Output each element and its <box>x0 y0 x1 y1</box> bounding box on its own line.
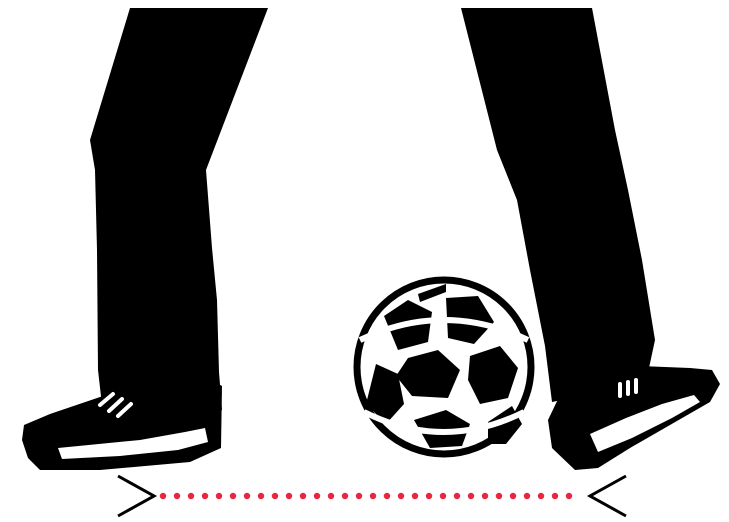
distance-dot <box>524 493 530 499</box>
distance-dot <box>468 493 474 499</box>
distance-dot <box>440 493 446 499</box>
distance-dot <box>384 493 390 499</box>
distance-dot <box>314 493 320 499</box>
distance-dot <box>216 493 222 499</box>
distance-dot <box>538 493 544 499</box>
distance-dot <box>188 493 194 499</box>
distance-dot <box>412 493 418 499</box>
distance-dot <box>230 493 236 499</box>
distance-dot <box>482 493 488 499</box>
distance-dot <box>426 493 432 499</box>
distance-dot <box>552 493 558 499</box>
distance-dot <box>356 493 362 499</box>
distance-dot <box>454 493 460 499</box>
distance-dot <box>272 493 278 499</box>
distance-dot <box>328 493 334 499</box>
distance-dot <box>258 493 264 499</box>
distance-dot <box>370 493 376 499</box>
distance-dot <box>398 493 404 499</box>
distance-dot <box>286 493 292 499</box>
distance-dot <box>496 493 502 499</box>
distance-dot <box>342 493 348 499</box>
distance-dot <box>160 493 166 499</box>
distance-dot <box>510 493 516 499</box>
distance-dot <box>300 493 306 499</box>
distance-dot <box>244 493 250 499</box>
distance-dot <box>202 493 208 499</box>
distance-dot <box>566 493 572 499</box>
distance-dot <box>174 493 180 499</box>
